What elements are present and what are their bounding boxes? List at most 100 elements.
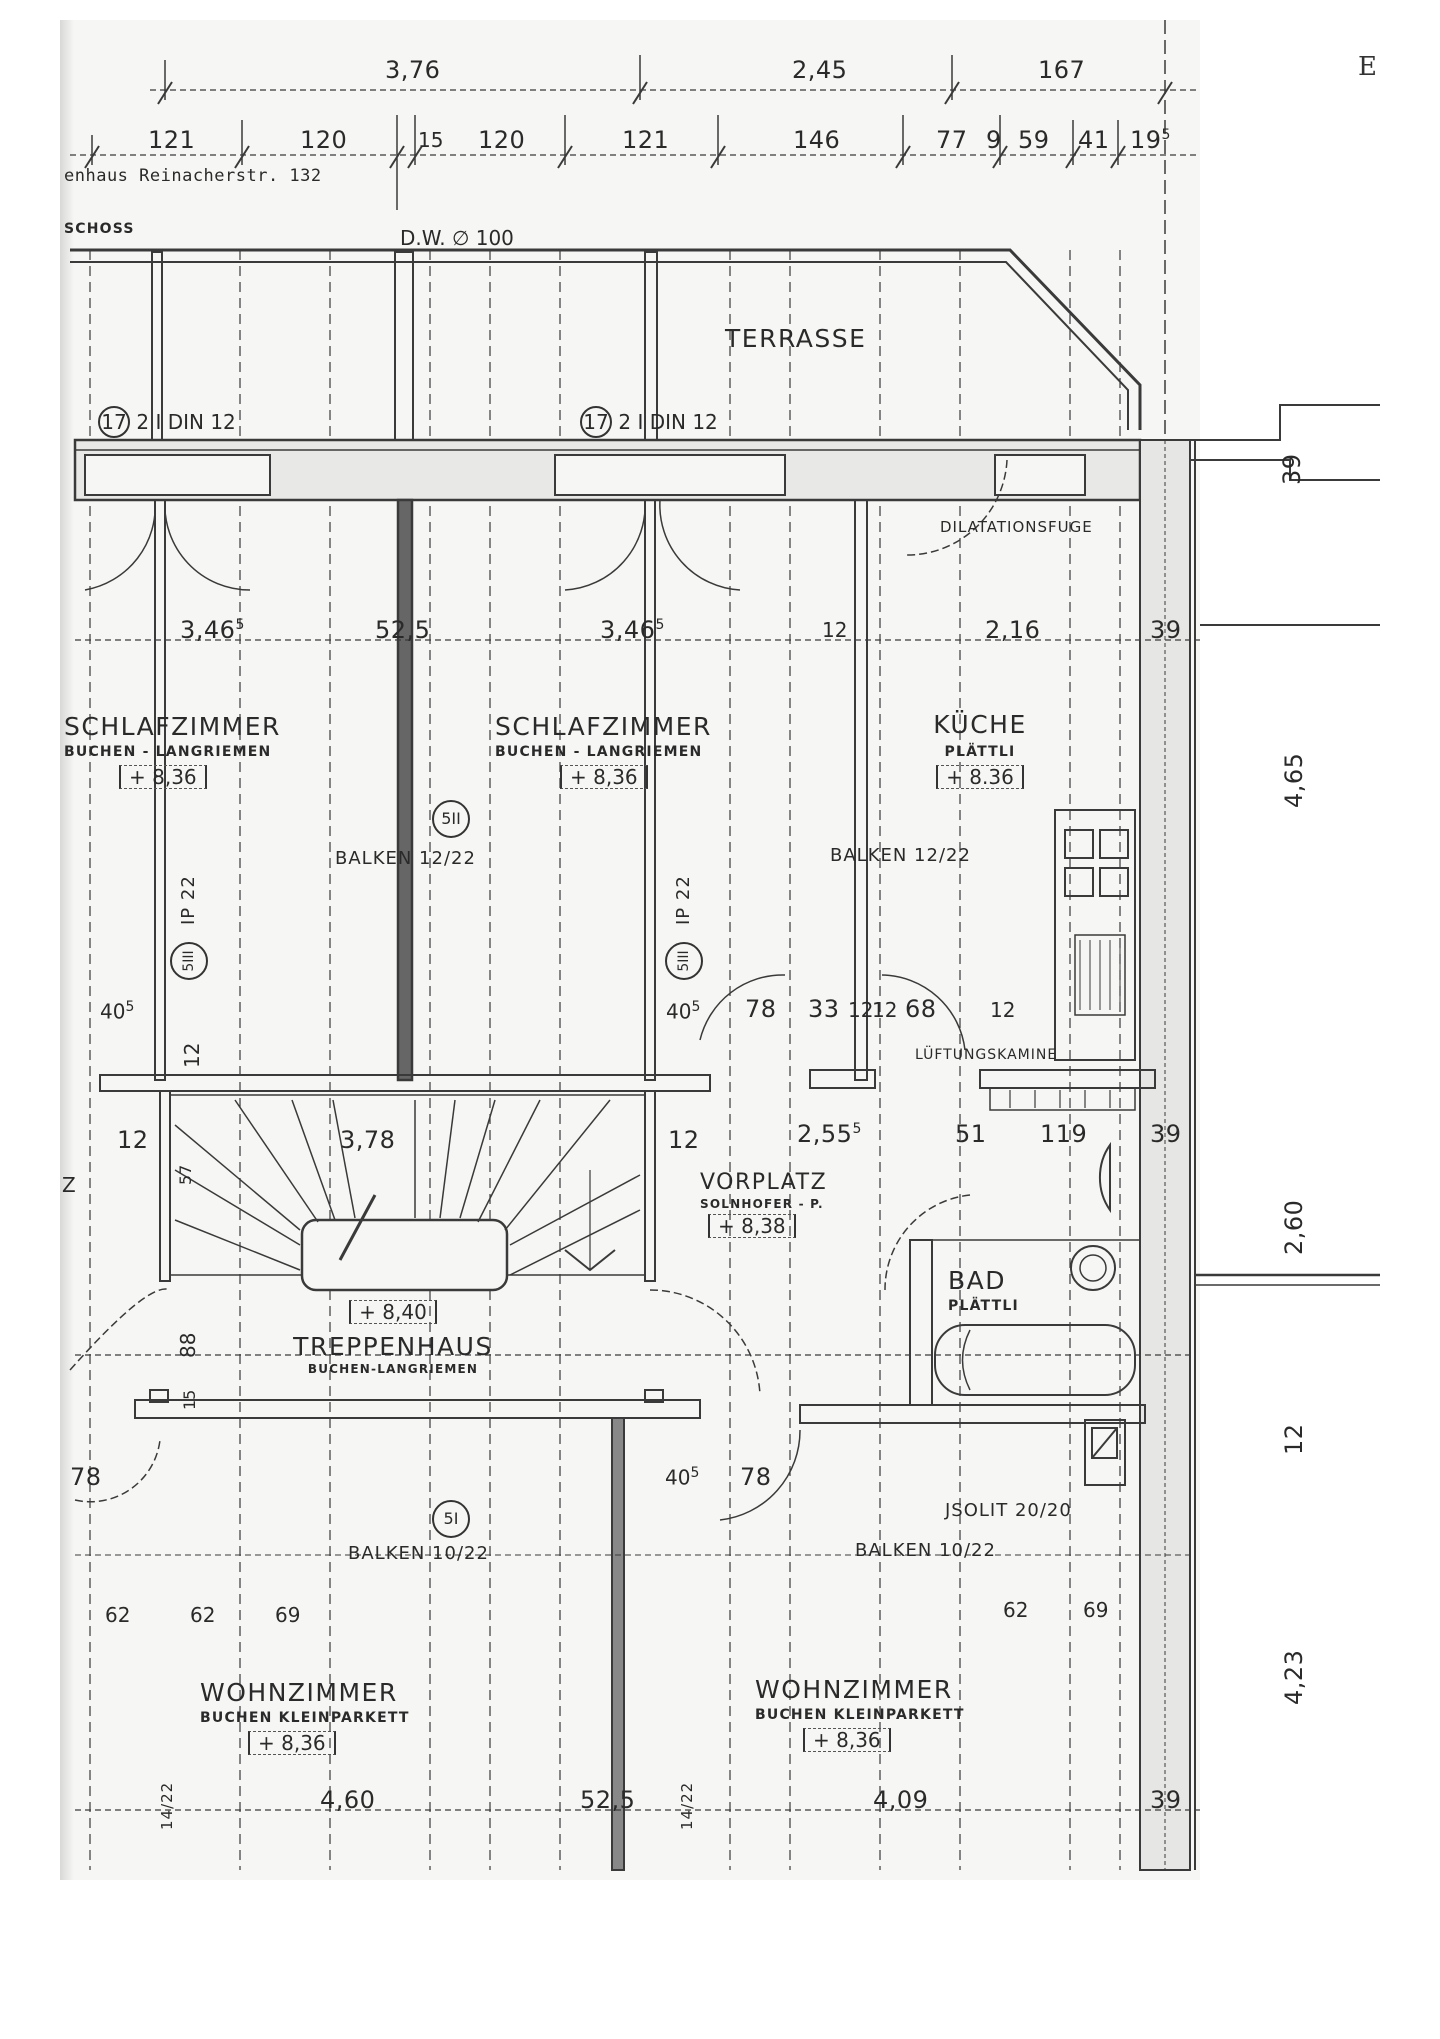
room-stairs: + 8,40 TREPPENHAUS BUCHEN-LANGRIEMEN xyxy=(288,1300,498,1375)
dim-hall-width-value: 2,55 xyxy=(797,1120,853,1148)
room-bedroom-1-name: SCHLAFZIMMER xyxy=(64,712,281,741)
room-kitchen-floor: PLÄTTLI xyxy=(944,744,1016,760)
beam-ref-mid: 17 2 I DIN 12 xyxy=(580,406,718,438)
room-bedroom-1: SCHLAFZIMMER BUCHEN - LANGRIEMEN + 8,36 xyxy=(64,714,281,789)
beam-note-lower-left: BALKEN 10/22 xyxy=(348,1543,489,1564)
dim-405-left-value: 40 xyxy=(100,999,126,1024)
room-stairs-floor: BUCHEN-LANGRIEMEN xyxy=(307,1362,479,1376)
room-kitchen-level: + 8.36 xyxy=(936,765,1024,789)
room-bedroom-2-floor: BUCHEN - LANGRIEMEN xyxy=(495,744,703,760)
dim-77: 77 xyxy=(936,126,968,154)
dim-405-mid-value: 40 xyxy=(666,999,692,1024)
joist-label-left: 14/22 xyxy=(158,1781,176,1830)
joist-right-62: 62 xyxy=(1003,1598,1029,1622)
joist-left-69: 69 xyxy=(275,1603,301,1627)
downpipe-label: D.W. ∅ 100 xyxy=(400,226,514,250)
dim-lower-78: 78 xyxy=(740,1463,772,1491)
dim-bed2-sup: 5 xyxy=(655,617,665,633)
corner-mark: E xyxy=(1358,52,1377,82)
dim-41: 41 xyxy=(1078,126,1110,154)
dim-bath-119: 119 xyxy=(1040,1120,1088,1148)
dim-68: 68 xyxy=(905,995,937,1023)
dim-right-12: 12 xyxy=(1280,1423,1308,1455)
left-edge-z: Z xyxy=(62,1173,76,1197)
dim-lower-left-78: 78 xyxy=(70,1463,102,1491)
room-stairs-name: TREPPENHAUS xyxy=(293,1332,493,1361)
room-hall-level: + 8,38 xyxy=(708,1214,796,1238)
beam-ref-left-text: 2 I DIN 12 xyxy=(136,410,236,434)
dim-lower-wall-525: 52,5 xyxy=(580,1786,636,1814)
dim-stair-width: 3,78 xyxy=(340,1126,396,1154)
dim-bed1-value: 3,46 xyxy=(180,616,236,644)
beam-ref-mid-circle: 17 xyxy=(580,406,612,438)
joist-left-62b: 62 xyxy=(190,1603,216,1627)
dim-59: 59 xyxy=(1018,126,1050,154)
dim-195-sup: 5 xyxy=(1161,127,1171,143)
dim-bed2-value: 3,46 xyxy=(600,616,656,644)
vent-label: LÜFTUNGSKAMINE xyxy=(915,1047,1058,1063)
dim-living2-width: 4,09 xyxy=(873,1786,929,1814)
dim-wall-12: 12 xyxy=(822,618,848,642)
dim-146: 146 xyxy=(793,126,841,154)
dim-right-423: 4,23 xyxy=(1280,1649,1308,1705)
dim-405-mid: 405 xyxy=(666,1000,700,1022)
joist-left-62a: 62 xyxy=(105,1603,131,1627)
dim-hall-width: 2,555 xyxy=(797,1122,862,1146)
dim-88: 88 xyxy=(176,1332,200,1358)
dim-15-lower: 15 xyxy=(180,1389,199,1410)
dim-405-lower: 405 xyxy=(665,1466,699,1488)
beam-ref-left-circle: 17 xyxy=(98,406,130,438)
dim-bed1-width: 3,465 xyxy=(180,618,245,642)
room-bedroom-2-level: + 8,36 xyxy=(560,765,648,789)
joist-label-mid: 14/22 xyxy=(678,1781,696,1830)
dim-bath-39: 39 xyxy=(1150,1120,1182,1148)
isolit-note: JSOLIT 20/20 xyxy=(945,1500,1072,1521)
dim-wall-525: 52,5 xyxy=(375,616,431,644)
dim-405-left-sup: 5 xyxy=(125,999,135,1015)
room-bedroom-2: SCHLAFZIMMER BUCHEN - LANGRIEMEN + 8,36 xyxy=(495,714,712,789)
room-living-2-level: + 8,36 xyxy=(803,1728,891,1752)
dim-top-167: 167 xyxy=(1038,56,1086,84)
dim-hall-width-sup: 5 xyxy=(852,1121,862,1137)
dim-stair-12-right: 12 xyxy=(668,1126,700,1154)
dim-405-lower-sup: 5 xyxy=(690,1465,700,1481)
dim-12-a: 12 xyxy=(180,1042,204,1068)
dim-9: 9 xyxy=(986,126,1002,154)
dim-15: 15 xyxy=(418,128,444,152)
room-hall-name: VORPLATZ xyxy=(700,1170,828,1195)
plan-sheet xyxy=(60,20,1200,1880)
document-title: enhaus Reinacherstr. 132 xyxy=(64,166,322,186)
room-bedroom-1-level: + 8,36 xyxy=(119,765,207,789)
dim-120a: 120 xyxy=(300,126,348,154)
joist-right-69: 69 xyxy=(1083,1598,1109,1622)
dim-121b: 121 xyxy=(622,126,670,154)
dim-12-b: 12 xyxy=(848,998,874,1022)
room-living-1-floor: BUCHEN KLEINPARKETT xyxy=(200,1710,410,1726)
dim-top-245: 2,45 xyxy=(792,56,848,84)
dim-living1-width: 4,60 xyxy=(320,1786,376,1814)
room-bath-name: BAD xyxy=(948,1266,1007,1295)
dim-bed2-width: 3,465 xyxy=(600,618,665,642)
dim-stair-57: 57 xyxy=(176,1164,195,1185)
scan-edge-shadow xyxy=(60,20,74,1880)
room-kitchen: KÜCHE PLÄTTLI + 8.36 xyxy=(920,712,1040,789)
ip-ref-left-circle: 5III xyxy=(170,942,208,980)
beam-ref-lower-circle: 5I xyxy=(432,1500,470,1538)
dim-195-value: 19 xyxy=(1130,126,1162,154)
room-kitchen-name: KÜCHE xyxy=(933,710,1027,739)
dim-33: 33 xyxy=(808,995,840,1023)
dim-stair-12-left: 12 xyxy=(117,1126,149,1154)
beam-ref-upper-circle: 5II xyxy=(432,800,470,838)
dim-12-d: 12 xyxy=(990,998,1016,1022)
beam-note-upper-kitchen: BALKEN 12/22 xyxy=(830,845,971,866)
dim-121a: 121 xyxy=(148,126,196,154)
dim-wall-39: 39 xyxy=(1150,616,1182,644)
ip-label-mid: IP 22 xyxy=(673,875,694,925)
dim-405-mid-sup: 5 xyxy=(691,999,701,1015)
beam-note-upper-mid: BALKEN 12/22 xyxy=(335,848,476,869)
dim-lower-39: 39 xyxy=(1150,1786,1182,1814)
beam-note-lower-right: BALKEN 10/22 xyxy=(855,1540,996,1561)
dim-bed1-sup: 5 xyxy=(235,617,245,633)
dim-right-465: 4,65 xyxy=(1280,752,1308,808)
